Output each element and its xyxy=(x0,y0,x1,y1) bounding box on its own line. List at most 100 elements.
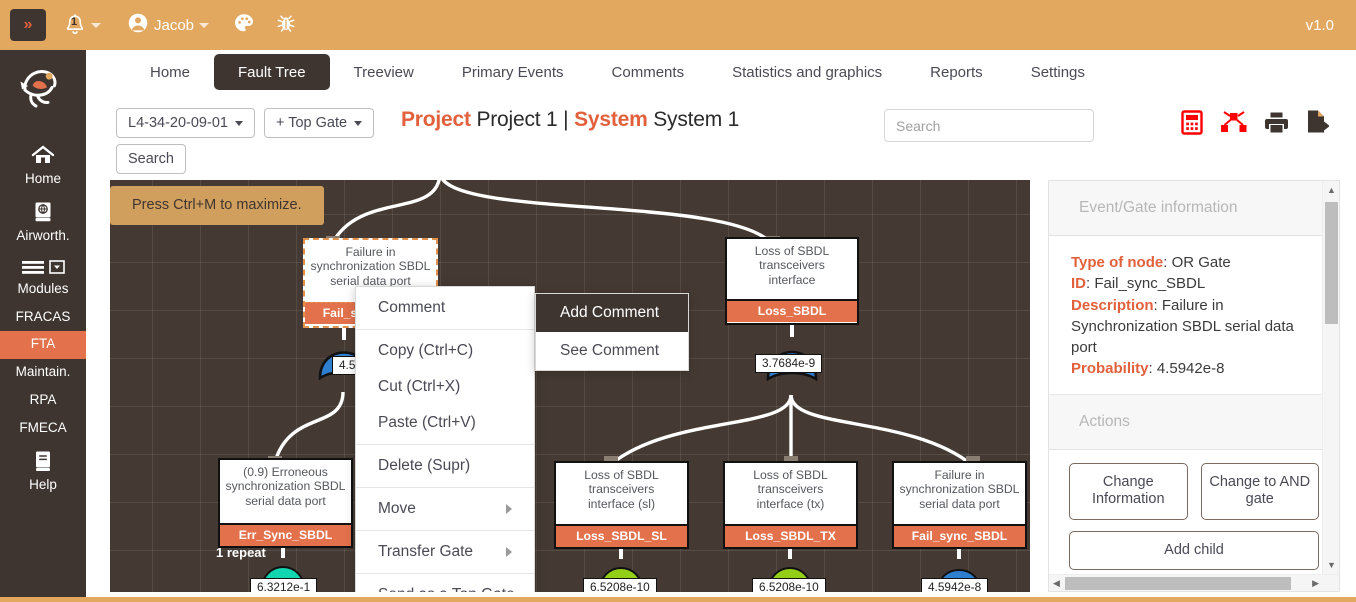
search-button-label: Search xyxy=(128,151,174,167)
theme-button[interactable] xyxy=(225,8,263,42)
export-file-icon[interactable] xyxy=(1305,109,1330,135)
notifications-button[interactable]: 1 xyxy=(56,9,109,41)
tab-fault-tree[interactable]: Fault Tree xyxy=(214,54,330,90)
search-input[interactable] xyxy=(884,109,1094,142)
add-top-gate-dropdown[interactable]: + Top Gate xyxy=(263,108,375,138)
context-menu-item-label: Paste (Ctrl+V) xyxy=(378,414,476,431)
tree-node-loss-sbdl-tx[interactable]: Loss of SBDL transceivers interface (tx)… xyxy=(723,461,858,549)
node-id-label: Fail_sync_SBDL xyxy=(894,524,1025,547)
scroll-left-arrow-icon[interactable]: ◀ xyxy=(1053,578,1060,588)
tree-node-err-sync-sbdl[interactable]: (0.9) Erroneous synchronization SBDL ser… xyxy=(218,458,353,548)
change-information-button[interactable]: Change Information xyxy=(1069,462,1188,520)
context-menu-item-comment[interactable]: Comment xyxy=(356,290,534,326)
node-id-label: Err_Sync_SBDL xyxy=(220,523,351,546)
notification-count: 1 xyxy=(71,16,78,28)
context-menu-item-delete[interactable]: Delete (Supr) xyxy=(356,448,534,484)
info-description-row: Description: Failure in Synchronization … xyxy=(1071,295,1317,359)
top-bar-left-group: » 1 xyxy=(0,8,305,42)
sidebar-item-home[interactable]: Home xyxy=(0,137,86,194)
sidebar-item-label: Modules xyxy=(17,280,69,296)
hamburger-icon xyxy=(20,257,66,280)
context-menu-item-copy[interactable]: Copy (Ctrl+C) xyxy=(356,333,534,369)
sidebar-item-help[interactable]: Help xyxy=(0,443,86,500)
context-menu-item-label: Comment xyxy=(378,299,446,316)
system-key-label: System xyxy=(574,108,648,131)
context-menu-item-move[interactable]: Move xyxy=(356,491,534,527)
tab-comments[interactable]: Comments xyxy=(588,50,709,95)
version-label: v1.0 xyxy=(1305,16,1334,34)
context-menu-item-paste[interactable]: Paste (Ctrl+V) xyxy=(356,405,534,441)
tab-treeview[interactable]: Treeview xyxy=(330,50,438,95)
menu-divider xyxy=(356,444,534,445)
tab-statistics-and-graphics[interactable]: Statistics and graphics xyxy=(708,50,906,95)
submenu-item-see-comment[interactable]: See Comment xyxy=(536,332,688,370)
context-menu-item-send-as-top-gate[interactable]: Send as a Top Gate xyxy=(356,577,534,592)
tab-home[interactable]: Home xyxy=(126,50,214,95)
tab-label: Comments xyxy=(611,64,685,81)
comment-submenu: Add Comment See Comment xyxy=(535,293,689,371)
change-to-and-gate-button[interactable]: Change to AND gate xyxy=(1200,462,1319,520)
scroll-up-arrow-icon[interactable]: ▲ xyxy=(1327,185,1336,195)
sidebar-item-fracas[interactable]: FRACAS xyxy=(0,304,86,332)
tree-node-loss-sbdl[interactable]: Loss of SBDL transceivers interface Loss… xyxy=(725,237,859,325)
sidebar-item-fta[interactable]: FTA xyxy=(0,331,86,360)
tab-settings[interactable]: Settings xyxy=(1007,50,1109,95)
minimal-cutsets-icon[interactable] xyxy=(1220,110,1248,135)
panel-actions: Change Information Change to AND gate Ad… xyxy=(1049,450,1339,570)
user-menu-button[interactable]: Jacob xyxy=(119,8,217,42)
project-key-label: Project xyxy=(401,108,471,131)
toolbar-icon-group xyxy=(1180,109,1330,135)
sidebar-item-airworthiness[interactable]: Airworth. xyxy=(0,194,86,251)
colon: : xyxy=(1163,254,1172,271)
sidebar-item-maintainability[interactable]: Maintain. xyxy=(0,359,86,387)
sidebar-item-rpa[interactable]: RPA xyxy=(0,387,86,415)
panel-vertical-scrollbar[interactable]: ▲ ▼ xyxy=(1322,181,1339,576)
context-menu-item-label: Move xyxy=(378,500,416,517)
tree-selector-label: L4-34-20-09-01 xyxy=(128,115,228,131)
tab-reports[interactable]: Reports xyxy=(906,50,1007,95)
scroll-down-arrow-icon[interactable]: ▼ xyxy=(1327,560,1336,570)
sidebar-item-label: Help xyxy=(29,476,57,492)
tab-primary-events[interactable]: Primary Events xyxy=(438,50,588,95)
print-icon[interactable] xyxy=(1264,110,1289,135)
tab-label: Fault Tree xyxy=(238,63,306,81)
sidebar-item-label: FTA xyxy=(30,336,56,352)
tree-node-fail-sync-sbdl-child[interactable]: Failure in synchronization SBDL serial d… xyxy=(892,461,1027,549)
menu-divider xyxy=(356,530,534,531)
sidebar-toggle-button[interactable]: » xyxy=(10,9,46,41)
user-circle-icon xyxy=(127,12,149,38)
sidebar-item-label: FRACAS xyxy=(15,308,71,324)
tree-node-loss-sbdl-sl[interactable]: Loss of SBDL transceivers interface (sl)… xyxy=(554,461,689,549)
horizontal-scroll-thumb[interactable] xyxy=(1065,577,1291,590)
context-menu-item-transfer-gate[interactable]: Transfer Gate xyxy=(356,534,534,570)
node-description: Failure in synchronization SBDL serial d… xyxy=(899,468,1020,511)
add-child-button[interactable]: Add child xyxy=(1069,530,1319,570)
colon: : xyxy=(1086,275,1095,293)
tree-selector-dropdown[interactable]: L4-34-20-09-01 xyxy=(116,108,255,138)
bird-logo-icon[interactable] xyxy=(12,56,74,123)
submenu-item-label: Add Comment xyxy=(560,304,660,321)
chevron-down-icon xyxy=(91,22,101,28)
sidebar-item-fmeca[interactable]: FMECA xyxy=(0,415,86,443)
globe-book-icon xyxy=(31,200,55,227)
submenu-item-add-comment[interactable]: Add Comment xyxy=(536,294,688,332)
search-button[interactable]: Search xyxy=(116,144,186,174)
sidebar-item-modules[interactable]: Modules xyxy=(0,251,86,304)
fault-tree-toolbar: L4-34-20-09-01 + Top Gate Search Project… xyxy=(86,95,1356,180)
menu-divider xyxy=(356,573,534,574)
fault-tree-canvas[interactable]: Press Ctrl+M to maximize. Failure in syn… xyxy=(110,180,1030,592)
left-sidebar: Home Airworth. xyxy=(0,50,86,602)
chevron-down-icon xyxy=(199,22,210,28)
report-bug-button[interactable] xyxy=(267,8,305,42)
vertical-scroll-thumb[interactable] xyxy=(1325,202,1338,324)
tab-label: Treeview xyxy=(353,64,414,81)
scroll-right-arrow-icon[interactable]: ▶ xyxy=(1312,578,1319,588)
panel-header: Event/Gate information xyxy=(1049,181,1339,236)
info-type-key: Type of node xyxy=(1071,254,1164,271)
panel-horizontal-scrollbar[interactable]: ◀ ▶ xyxy=(1049,574,1339,591)
calculator-icon[interactable] xyxy=(1180,109,1204,135)
tab-label: Primary Events xyxy=(461,64,564,81)
context-menu-item-cut[interactable]: Cut (Ctrl+X) xyxy=(356,369,534,405)
palette-icon xyxy=(233,12,255,38)
